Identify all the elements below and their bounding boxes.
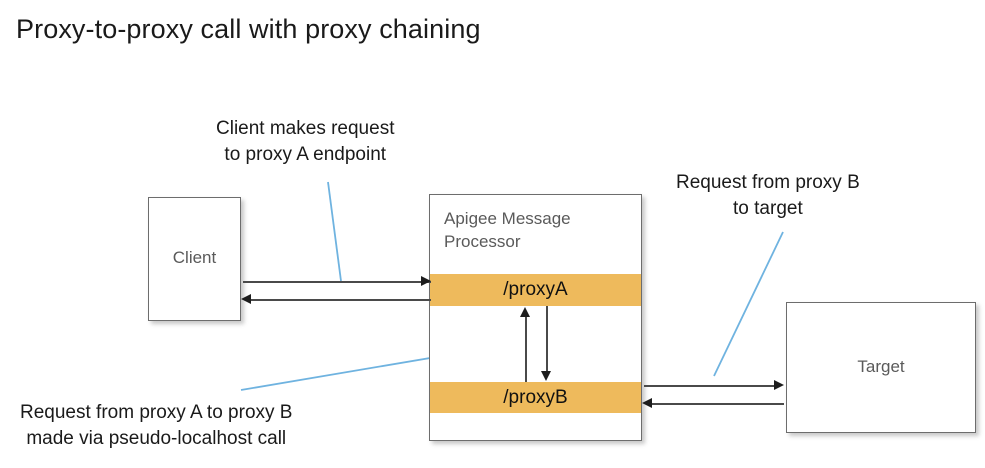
arrow-client-to-proxya-line bbox=[243, 281, 431, 283]
annotation-target-request-line-2: to target bbox=[733, 198, 803, 219]
message-processor-title-line-1: Apigee Message bbox=[444, 209, 571, 228]
proxy-b-label: /proxyB bbox=[503, 386, 568, 408]
proxy-a-band[interactable]: /proxyA bbox=[430, 274, 641, 306]
target-box[interactable]: Target bbox=[786, 302, 976, 433]
annotation-client-request-line-1: Client makes request bbox=[216, 118, 395, 139]
arrow-client-to-proxya-head bbox=[421, 276, 431, 286]
arrow-target-to-proxyb-line bbox=[652, 403, 784, 405]
arrow-proxya-to-proxyb-line bbox=[546, 306, 548, 372]
arrow-proxyb-to-target-head bbox=[774, 380, 784, 390]
client-box[interactable]: Client bbox=[148, 197, 241, 321]
arrow-proxyb-to-target-line bbox=[644, 385, 776, 387]
annotation-target-request: Request from proxy B to target bbox=[676, 170, 860, 222]
proxy-a-label: /proxyA bbox=[503, 279, 568, 300]
page-title: Proxy-to-proxy call with proxy chaining bbox=[16, 14, 481, 44]
annotation-client-request-line-2: to proxy A endpoint bbox=[224, 144, 387, 165]
annotation-client-request: Client makes request to proxy A endpoint bbox=[216, 116, 394, 168]
arrow-proxyb-to-proxya-line bbox=[525, 316, 527, 382]
leader-line-target-request bbox=[713, 231, 784, 377]
annotation-chaining-line-1: Request from proxy A to proxy B bbox=[20, 402, 293, 423]
leader-line-client-request bbox=[327, 181, 342, 282]
proxy-b-band[interactable]: /proxyB bbox=[430, 382, 641, 413]
arrow-proxya-to-client-line bbox=[251, 299, 431, 301]
annotation-chaining: Request from proxy A to proxy B made via… bbox=[20, 400, 292, 452]
arrow-proxya-to-proxyb-head bbox=[541, 371, 551, 381]
arrow-proxyb-to-proxya-head bbox=[520, 307, 530, 317]
arrow-target-to-proxyb-head bbox=[642, 398, 652, 408]
annotation-target-request-line-1: Request from proxy B bbox=[676, 172, 860, 193]
client-label: Client bbox=[172, 248, 217, 267]
annotation-chaining-line-2: made via pseudo-localhost call bbox=[26, 428, 287, 449]
message-processor-title: Apigee Message Processor bbox=[444, 207, 633, 253]
message-processor-title-line-2: Processor bbox=[444, 232, 521, 251]
target-label: Target bbox=[857, 357, 905, 376]
message-processor-box[interactable]: Apigee Message Processor /proxyA /proxyB bbox=[429, 194, 642, 441]
arrow-proxya-to-client-head bbox=[241, 294, 251, 304]
